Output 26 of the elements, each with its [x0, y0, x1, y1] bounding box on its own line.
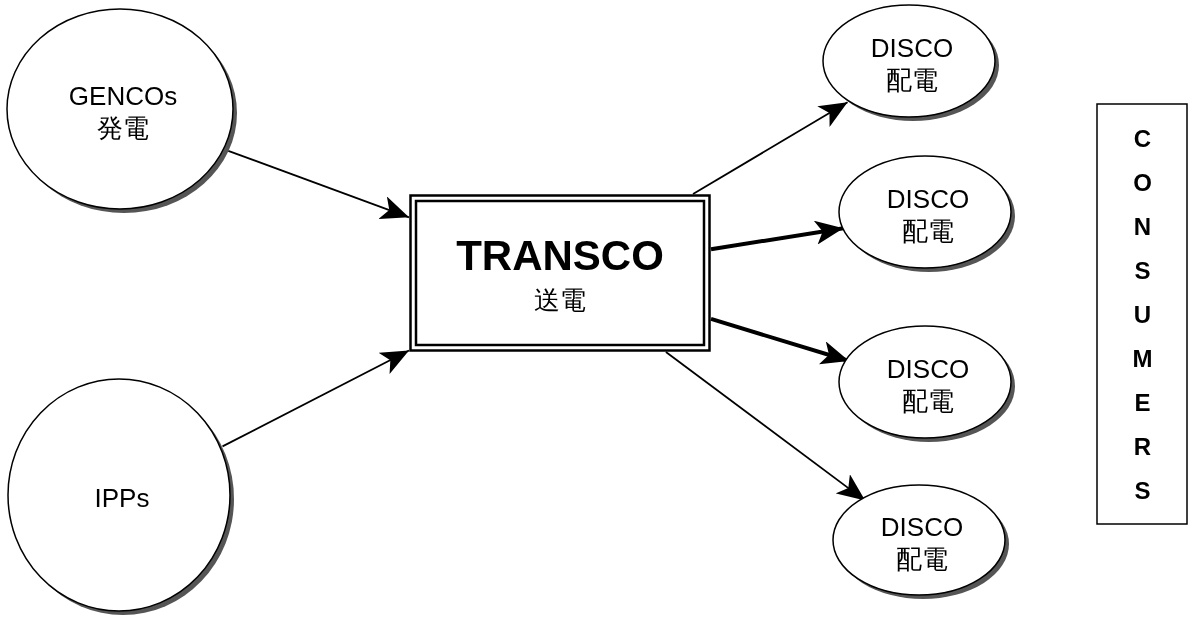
node-subtitle: 配電 — [902, 385, 954, 418]
arrow — [692, 101, 849, 195]
node-title: DISCO — [880, 510, 964, 543]
oval-node — [7, 378, 237, 618]
node-title: DISCO — [886, 182, 970, 215]
oval-node — [6, 8, 240, 216]
double-border-box — [409, 194, 711, 352]
arrow — [227, 149, 410, 219]
node-title: GENCOs — [68, 79, 178, 112]
arrow — [221, 349, 410, 448]
node-subtitle: 送電 — [534, 284, 586, 317]
oval-node — [822, 4, 1002, 124]
node-subtitle: 配電 — [902, 215, 954, 248]
oval-node — [838, 155, 1018, 275]
node-title: TRANSCO — [456, 230, 664, 281]
node-subtitle: 発電 — [97, 112, 149, 145]
node-subtitle: 配電 — [896, 543, 948, 576]
oval-node — [838, 325, 1018, 445]
vertical-label: CONSUMERS — [1128, 124, 1157, 521]
oval-node — [832, 484, 1012, 602]
node-subtitle: 配電 — [886, 64, 938, 97]
node-title: DISCO — [886, 352, 970, 385]
label-box — [1096, 103, 1188, 525]
node-title: IPPs — [94, 481, 150, 515]
arrow — [710, 220, 844, 252]
node-title: DISCO — [870, 31, 954, 64]
